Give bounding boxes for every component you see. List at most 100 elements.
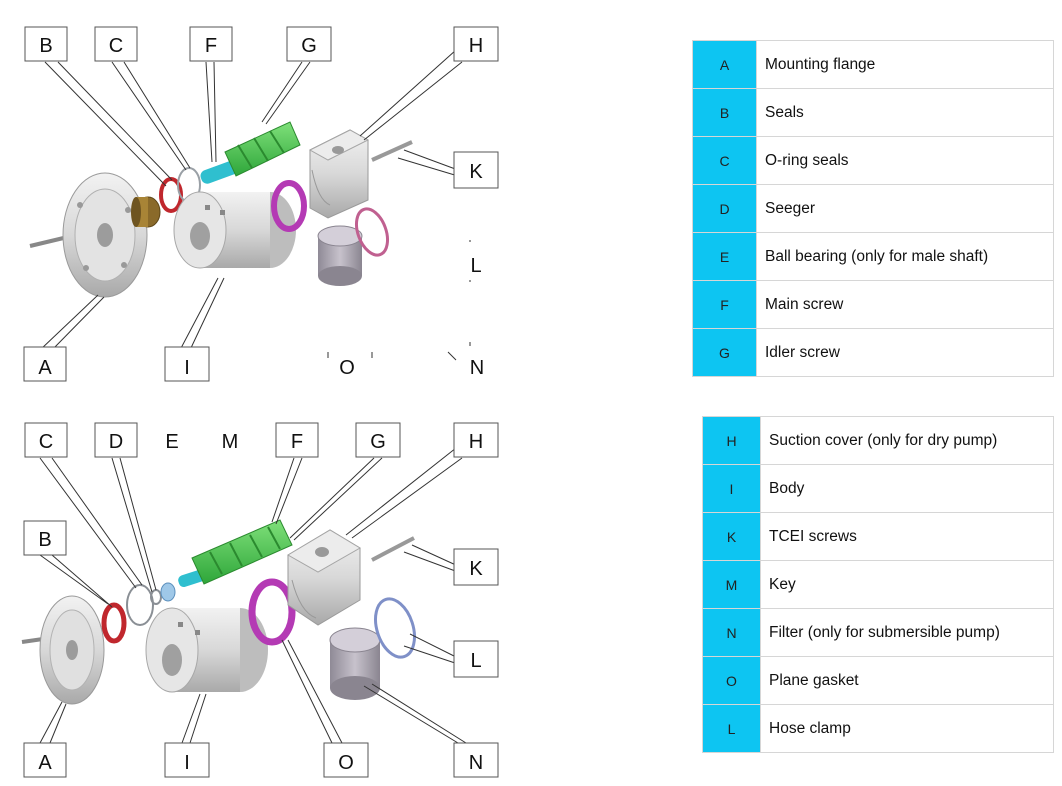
svg-text:A: A bbox=[38, 357, 52, 379]
bottom-label-d: D bbox=[94, 422, 138, 458]
bottom-label-o: O bbox=[323, 742, 369, 778]
legend-code: H bbox=[702, 416, 761, 465]
body-part bbox=[173, 191, 296, 269]
bottom-label-a: A bbox=[23, 742, 67, 778]
bottom-exploded-view bbox=[21, 519, 416, 705]
legend-code: C bbox=[692, 136, 757, 185]
legend-code: K bbox=[702, 512, 761, 561]
svg-text:A: A bbox=[38, 752, 52, 774]
legend-description: Ball bearing (only for male shaft) bbox=[756, 232, 1054, 281]
svg-text:E: E bbox=[165, 431, 178, 453]
bottom-label-g: G bbox=[355, 422, 401, 458]
svg-text:C: C bbox=[109, 35, 123, 57]
hose-clamp-part bbox=[354, 207, 390, 257]
legend-code: N bbox=[702, 608, 761, 657]
bottom-label-h: H bbox=[453, 422, 499, 458]
bottom-label-m: M bbox=[222, 431, 239, 453]
svg-text:B: B bbox=[38, 529, 51, 551]
svg-text:M: M bbox=[222, 431, 239, 453]
legend-code: O bbox=[702, 656, 761, 705]
svg-text:N: N bbox=[470, 357, 484, 379]
legend-code: F bbox=[692, 280, 757, 329]
svg-text:I: I bbox=[184, 357, 190, 379]
svg-text:I: I bbox=[184, 752, 190, 774]
legend-code: I bbox=[702, 464, 761, 513]
legend-description: Mounting flange bbox=[756, 40, 1054, 89]
legend-description: Seeger bbox=[756, 184, 1054, 233]
top-label-i: I bbox=[164, 346, 210, 382]
bottom-label-i: I bbox=[164, 742, 210, 778]
hose-clamp-part-2 bbox=[374, 597, 416, 659]
svg-text:O: O bbox=[339, 357, 355, 379]
top-exploded-view bbox=[29, 121, 413, 298]
legend-description: Idler screw bbox=[756, 328, 1054, 377]
bottom-label-n: N bbox=[453, 742, 499, 778]
legend-description: Filter (only for submersible pump) bbox=[760, 608, 1054, 657]
legend-description: Main screw bbox=[756, 280, 1054, 329]
legend-code: D bbox=[692, 184, 757, 233]
bottom-label-b: B bbox=[23, 520, 67, 556]
bottom-label-c: C bbox=[24, 422, 68, 458]
bottom-label-e: E bbox=[165, 431, 178, 453]
svg-text:G: G bbox=[370, 431, 386, 453]
svg-text:G: G bbox=[301, 35, 317, 57]
top-label-h: H bbox=[453, 26, 499, 62]
svg-text:L: L bbox=[470, 255, 481, 277]
top-label-g: G bbox=[286, 26, 332, 62]
legend-code: L bbox=[702, 704, 761, 753]
legend-code: E bbox=[692, 232, 757, 281]
legend-description: Plane gasket bbox=[760, 656, 1054, 705]
seal-part-2 bbox=[101, 602, 127, 644]
top-label-l: L bbox=[470, 255, 481, 277]
bottom-label-f: F bbox=[275, 422, 319, 458]
bearing-part bbox=[131, 196, 161, 228]
legend-description: Seals bbox=[756, 88, 1054, 137]
svg-text:D: D bbox=[109, 431, 123, 453]
filter-part bbox=[317, 225, 363, 286]
top-label-b: B bbox=[24, 26, 68, 62]
top-label-o: O bbox=[339, 357, 355, 379]
plane-gasket-part bbox=[271, 180, 307, 232]
mounting-flange-part-2 bbox=[21, 595, 105, 705]
legend-code: M bbox=[702, 560, 761, 609]
svg-text:H: H bbox=[469, 35, 483, 57]
svg-text:L: L bbox=[470, 650, 481, 672]
legend-description: Hose clamp bbox=[760, 704, 1054, 753]
tcei-screw-part bbox=[371, 140, 413, 162]
plane-gasket-part-2 bbox=[248, 578, 296, 646]
legend-description: O-ring seals bbox=[756, 136, 1054, 185]
top-label-a: A bbox=[23, 346, 67, 382]
filter-part-2 bbox=[329, 627, 381, 700]
tcei-screw-part-2 bbox=[371, 536, 415, 562]
svg-text:K: K bbox=[469, 558, 483, 580]
top-label-c: C bbox=[94, 26, 138, 62]
svg-text:O: O bbox=[338, 752, 354, 774]
top-label-k: K bbox=[453, 151, 499, 189]
svg-text:K: K bbox=[469, 161, 483, 183]
legend-code: G bbox=[692, 328, 757, 377]
legend-description: Key bbox=[760, 560, 1054, 609]
bottom-label-l: L bbox=[453, 640, 499, 678]
svg-text:N: N bbox=[469, 752, 483, 774]
legend-description: TCEI screws bbox=[760, 512, 1054, 561]
legend-code: A bbox=[692, 40, 757, 89]
svg-text:B: B bbox=[39, 35, 52, 57]
suction-cover-part bbox=[308, 129, 370, 219]
svg-text:F: F bbox=[291, 431, 303, 453]
svg-text:C: C bbox=[39, 431, 53, 453]
legend-description: Body bbox=[760, 464, 1054, 513]
legend-description: Suction cover (only for dry pump) bbox=[760, 416, 1054, 465]
suction-cover-part-2 bbox=[287, 529, 361, 626]
bottom-label-k: K bbox=[453, 548, 499, 586]
